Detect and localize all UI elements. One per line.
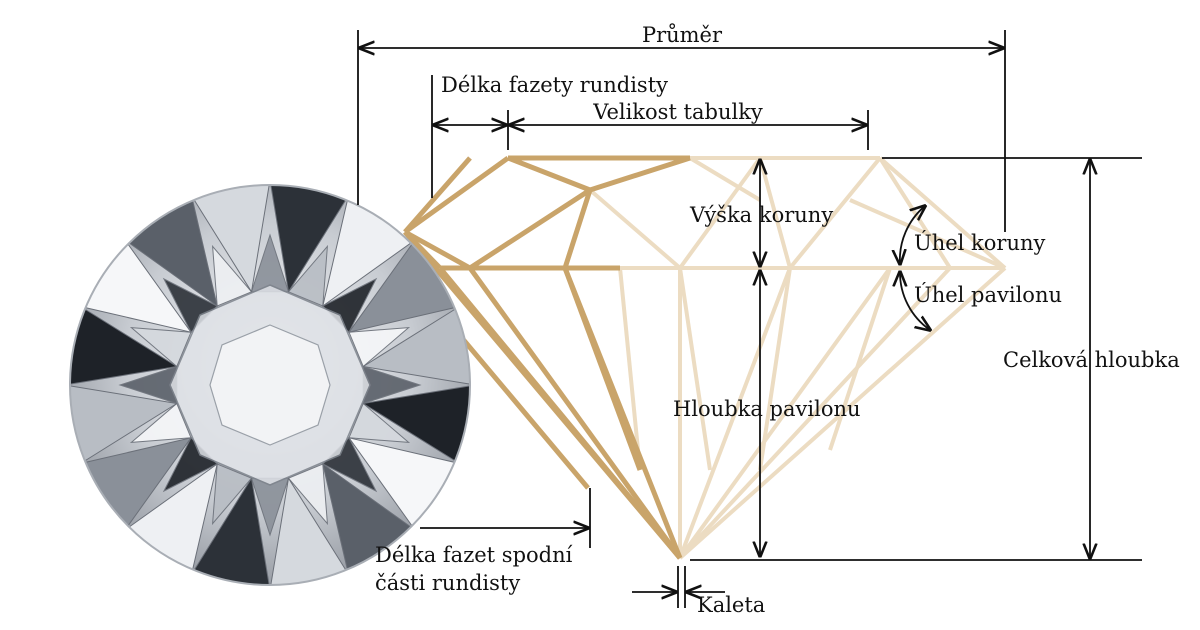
label-crown-angle: Úhel koruny bbox=[914, 230, 1045, 255]
label-lower-girdle-line1: Délka fazet spodní bbox=[375, 543, 573, 567]
label-girdle-facet-length: Délka fazety rundisty bbox=[441, 73, 668, 97]
diamond-facet-kite bbox=[211, 463, 253, 526]
diamond-facet-kite bbox=[129, 402, 192, 444]
diamond-photo bbox=[69, 184, 471, 586]
label-crown-height: Výška koruny bbox=[689, 203, 833, 227]
label-pavilion-angle: Úhel pavilonu bbox=[914, 282, 1062, 307]
diamond-facet-kite bbox=[287, 463, 329, 526]
label-diameter: Průměr bbox=[642, 23, 723, 47]
label-pavilion-depth: Hloubka pavilonu bbox=[673, 397, 861, 421]
diamond-facet-kite bbox=[129, 326, 192, 368]
diamond-facet-kite bbox=[287, 244, 329, 307]
front-facets bbox=[403, 155, 691, 560]
label-total-depth: Celková hloubka bbox=[1003, 348, 1180, 372]
label-lower-girdle-line2: části rundisty bbox=[375, 571, 520, 595]
diamond-facet-kite bbox=[348, 326, 411, 368]
labels: Průměr Délka fazety rundisty Velikost ta… bbox=[375, 23, 1180, 617]
diamond-facet-kite bbox=[348, 402, 411, 444]
diamond-facet-pattern bbox=[70, 185, 470, 585]
label-table-size: Velikost tabulky bbox=[592, 100, 763, 124]
dimension-lines bbox=[357, 30, 1142, 608]
label-culet: Kaleta bbox=[697, 593, 765, 617]
diamond-facet-kite bbox=[211, 244, 253, 307]
